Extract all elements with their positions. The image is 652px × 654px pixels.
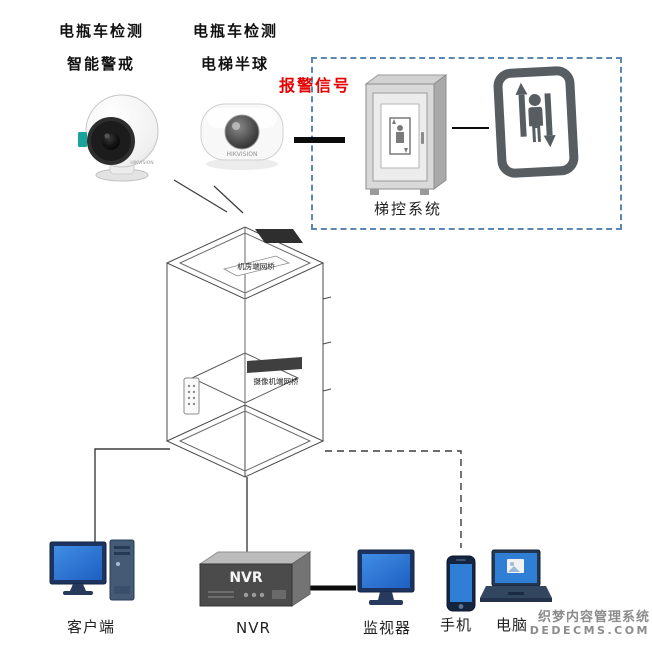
elevator-sign-icon [493, 66, 579, 178]
elevator-sign [488, 54, 584, 192]
control-cabinet [356, 68, 452, 202]
tower-slot-2 [114, 552, 130, 555]
bridge-top-plate [222, 255, 291, 277]
photo-sun-dot [510, 562, 514, 566]
camera2-label-line1: 电瓶车检测 [193, 22, 279, 40]
laptop-touchpad [508, 592, 524, 595]
mini-dome-camera: HIKVISION [192, 94, 292, 174]
camera-lens-icon [102, 132, 120, 150]
elevator-roof-hatch [255, 229, 303, 243]
tower-slot-1 [114, 546, 130, 549]
phone-home-button [458, 604, 464, 609]
monitor-label: 监视器 [363, 619, 412, 637]
tower-power-button [116, 562, 120, 566]
watermark-line1: 织梦内容管理系统 [537, 610, 650, 625]
monitor-screen [362, 554, 410, 588]
bridge-top-label: 机房端网桥 [237, 261, 275, 271]
line-camera1-to-elevator [173, 179, 228, 213]
camera2-brand-text: HIKVISION [227, 151, 258, 158]
elevator-wireframe [165, 226, 332, 478]
cabinet-foot-left [370, 189, 379, 195]
elevator-control-system-label: 梯控系统 [374, 200, 443, 218]
laptop-device [480, 548, 552, 606]
client-monitor-base [63, 591, 93, 595]
bridge-side-bar [247, 357, 302, 373]
cabinet-top [364, 74, 448, 85]
turret-camera: HIKVISION [70, 84, 170, 184]
camera-badge [78, 132, 87, 147]
line-elevator-to-client [94, 448, 170, 546]
client-label: 客户端 [67, 618, 116, 636]
nvr-led-1 [243, 592, 249, 598]
client-monitor-screen [54, 546, 102, 580]
nvr-front-text: NVR [229, 570, 263, 586]
nvr-led-2 [251, 592, 257, 598]
dome-glint [232, 122, 240, 130]
nvr-top [198, 551, 312, 565]
camera-face-ring [87, 117, 135, 165]
camera1-label-line2: 智能警戒 [67, 55, 136, 73]
laptop-front-edge [480, 598, 552, 602]
dome-shadow [206, 158, 278, 170]
photo-mountain [508, 566, 520, 572]
elevator-control-panel [183, 377, 200, 415]
laptop-label: 电脑 [496, 616, 529, 634]
nvr-device: NVR [190, 548, 314, 612]
monitor-base [369, 600, 403, 605]
watermark-line2: DEDECMS.COM [529, 624, 650, 637]
phone-speaker [456, 559, 466, 561]
line-elevator-to-phone-dashed [325, 450, 462, 548]
nvr-led-3 [259, 592, 265, 598]
cabinet-elevator-icon [389, 117, 411, 155]
cabinet-foot-right [420, 189, 429, 195]
alarm-signal-label: 报警信号 [279, 76, 352, 95]
client-monitor-stand [70, 584, 86, 591]
camera2-label-line2: 电梯半球 [201, 55, 270, 73]
camera1-label-line1: 电瓶车检测 [59, 22, 145, 40]
phone-screen [450, 564, 472, 602]
tower-vent [114, 586, 130, 594]
bridge-side-label: 摄像机端网桥 [254, 376, 299, 386]
monitor-device [356, 548, 416, 618]
lens-glint [104, 133, 110, 139]
client-computer [48, 536, 136, 614]
nvr-drive-bay [272, 590, 286, 599]
cabinet-side [433, 74, 447, 190]
camera1-brand-text: HIKVISION [130, 160, 153, 166]
phone-device [444, 554, 478, 614]
nvr-label: NVR [236, 619, 271, 637]
line-camera2-to-elevator [213, 185, 244, 214]
elevator-control-system-box [311, 57, 622, 230]
dome-lens-icon [224, 114, 260, 150]
monitor-stand [378, 592, 394, 600]
phone-label: 手机 [440, 616, 473, 634]
cabinet-handle [421, 132, 424, 144]
